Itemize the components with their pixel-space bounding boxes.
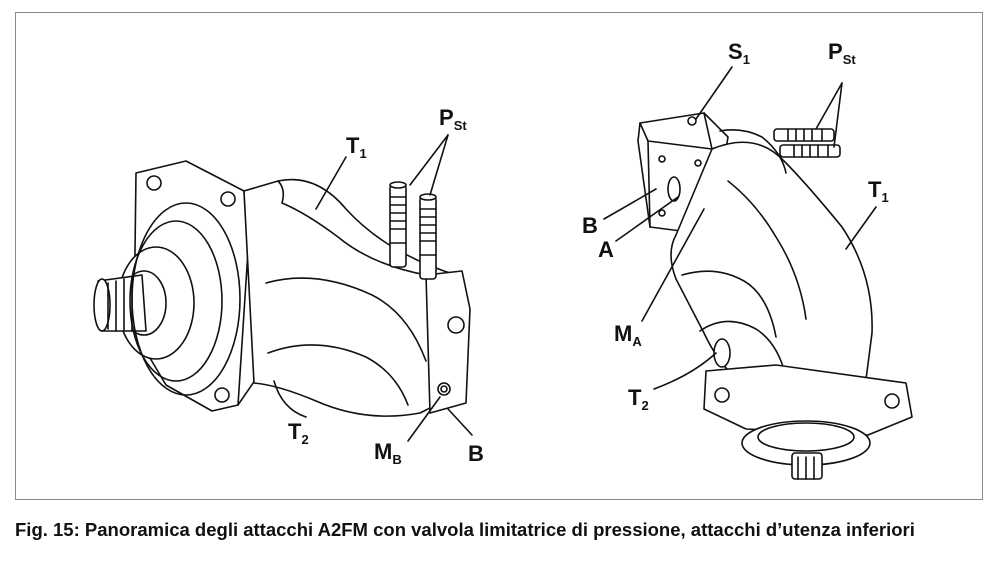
right-motor [603, 66, 913, 480]
leader-left-mb [407, 396, 441, 442]
label-right-pst: PSt [828, 39, 856, 67]
label-left-t1: T1 [346, 133, 367, 161]
label-left-pst: PSt [439, 105, 467, 133]
right-housing [670, 141, 873, 404]
leader-right-pst-b [833, 82, 843, 148]
leader-right-t2 [653, 352, 717, 390]
right-bottom-flange [703, 364, 913, 436]
motor-illustration: T1 PSt T2 MB B S1 PSt T1 B A MA T2 [93, 39, 913, 480]
leader-right-pst-a [815, 82, 843, 130]
left-shaft [93, 202, 241, 396]
leader-right-t1 [845, 206, 877, 250]
label-right-b: B [582, 213, 598, 238]
leader-right-b [603, 188, 657, 220]
label-right-s1: S1 [728, 39, 750, 67]
label-left-b: B [468, 441, 484, 466]
leader-left-b [447, 408, 473, 436]
label-left-t2: T2 [288, 419, 309, 447]
leader-right-a [615, 196, 679, 242]
leader-left-pst-b [429, 134, 449, 196]
left-motor [93, 134, 473, 442]
leader-left-t2 [273, 380, 307, 418]
leader-left-pst-a [409, 134, 449, 186]
label-right-ma: MA [614, 321, 642, 349]
label-left-mb: MB [374, 439, 402, 467]
label-right-t1: T1 [868, 177, 889, 205]
leader-right-ma [641, 208, 705, 322]
figure-caption: Fig. 15: Panoramica degli attacchi A2FM … [15, 519, 915, 540]
leader-right-s1 [695, 66, 733, 120]
figure-frame: T1 PSt T2 MB B S1 PSt T1 B A MA T2 [15, 12, 983, 500]
right-labels: S1 PSt T1 B A MA T2 [582, 39, 889, 413]
right-pst-fittings [773, 128, 841, 158]
left-pst-fittings [389, 181, 437, 280]
label-right-t2: T2 [628, 385, 649, 413]
left-labels: T1 PSt T2 MB B [288, 105, 484, 467]
label-right-a: A [598, 237, 614, 262]
leader-left-t1 [315, 156, 347, 210]
